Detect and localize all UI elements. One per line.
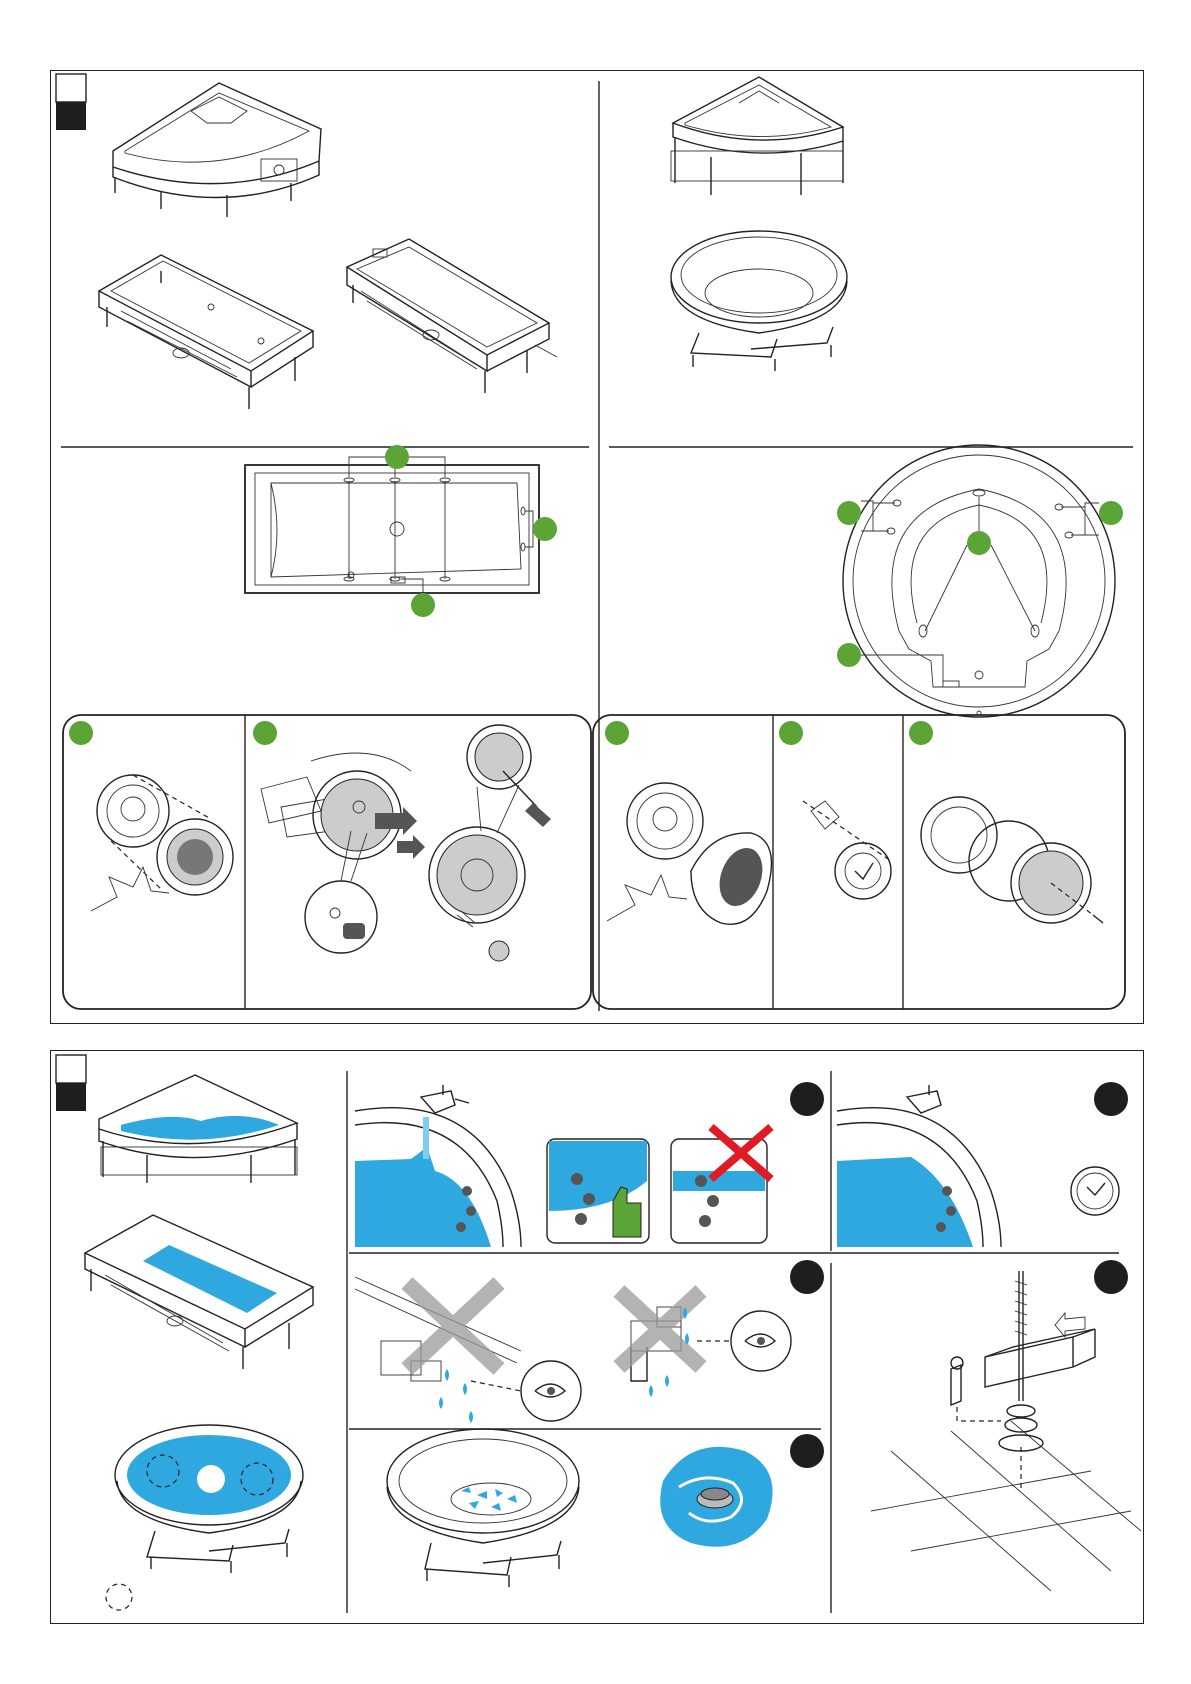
round-bathtub-frame-illustration <box>671 231 847 371</box>
empty-bath-illustration <box>387 1429 579 1587</box>
step-badge <box>533 517 557 541</box>
step-badge <box>779 721 803 745</box>
corner-bath-filled-illustration <box>99 1075 297 1183</box>
small-valve-detail <box>803 801 891 899</box>
round-plan-view <box>843 445 1115 717</box>
step-badge <box>1094 1260 1128 1294</box>
faucet-icon <box>421 1091 455 1113</box>
thumbs-up-icon <box>613 1187 641 1237</box>
step-badge <box>790 1260 824 1294</box>
step-badge <box>253 721 277 745</box>
screwdriver-icon <box>503 771 537 807</box>
jet-nozzle-detail <box>91 775 233 911</box>
corner-bathtub-frame-illustration <box>671 77 843 195</box>
step-badge <box>69 721 93 745</box>
step-badge <box>1099 501 1123 525</box>
section-box-white <box>56 1055 86 1083</box>
step-badge <box>790 1082 824 1116</box>
round-bath-filled-illustration <box>106 1425 303 1610</box>
arrow-icon <box>1055 1313 1085 1337</box>
leak-check-left <box>355 1277 581 1423</box>
step-badge <box>790 1434 824 1468</box>
step-badge <box>411 593 435 617</box>
step-badge <box>909 721 933 745</box>
level-correct-panel <box>547 1139 649 1243</box>
step-badge <box>837 643 861 667</box>
level-wrong-panel <box>671 1127 771 1243</box>
section-box-black <box>56 1083 86 1111</box>
fill-bath-illustration <box>355 1085 521 1247</box>
installation-sheet-1 <box>50 70 1144 1024</box>
filter-cover-detail <box>921 797 1103 923</box>
leak-check-right <box>619 1291 791 1397</box>
installation-sheet-2 <box>50 1050 1144 1624</box>
rect-plan-view <box>245 457 539 595</box>
gray-cross-icon <box>407 1283 499 1369</box>
step-badge <box>385 445 409 469</box>
rect-bathtub-right-illustration <box>347 239 557 393</box>
sheet-2-drawings <box>51 1051 1143 1623</box>
clock-icon <box>1071 1167 1119 1215</box>
water-drop-icon <box>445 1369 449 1381</box>
adjust-feet-illustration <box>871 1271 1141 1591</box>
section-box-white <box>56 74 86 102</box>
step-badge <box>837 501 861 525</box>
fill-bath-wait-illustration <box>837 1085 1119 1247</box>
nozzle-ring-detail <box>607 783 771 924</box>
faucet-icon <box>907 1091 941 1113</box>
corner-bathtub-illustration <box>113 83 321 217</box>
drain-swirl-illustration <box>660 1447 772 1547</box>
rect-bath-filled-illustration <box>85 1215 313 1369</box>
jet-filter-detail <box>261 725 551 961</box>
step-badge <box>967 531 991 555</box>
sheet-1-drawings <box>51 71 1143 1023</box>
step-badge <box>605 721 629 745</box>
step-badge <box>1094 1082 1128 1116</box>
section-box-black <box>56 102 86 130</box>
screw-icon <box>951 1365 961 1405</box>
rect-bathtub-left-illustration <box>99 255 313 409</box>
